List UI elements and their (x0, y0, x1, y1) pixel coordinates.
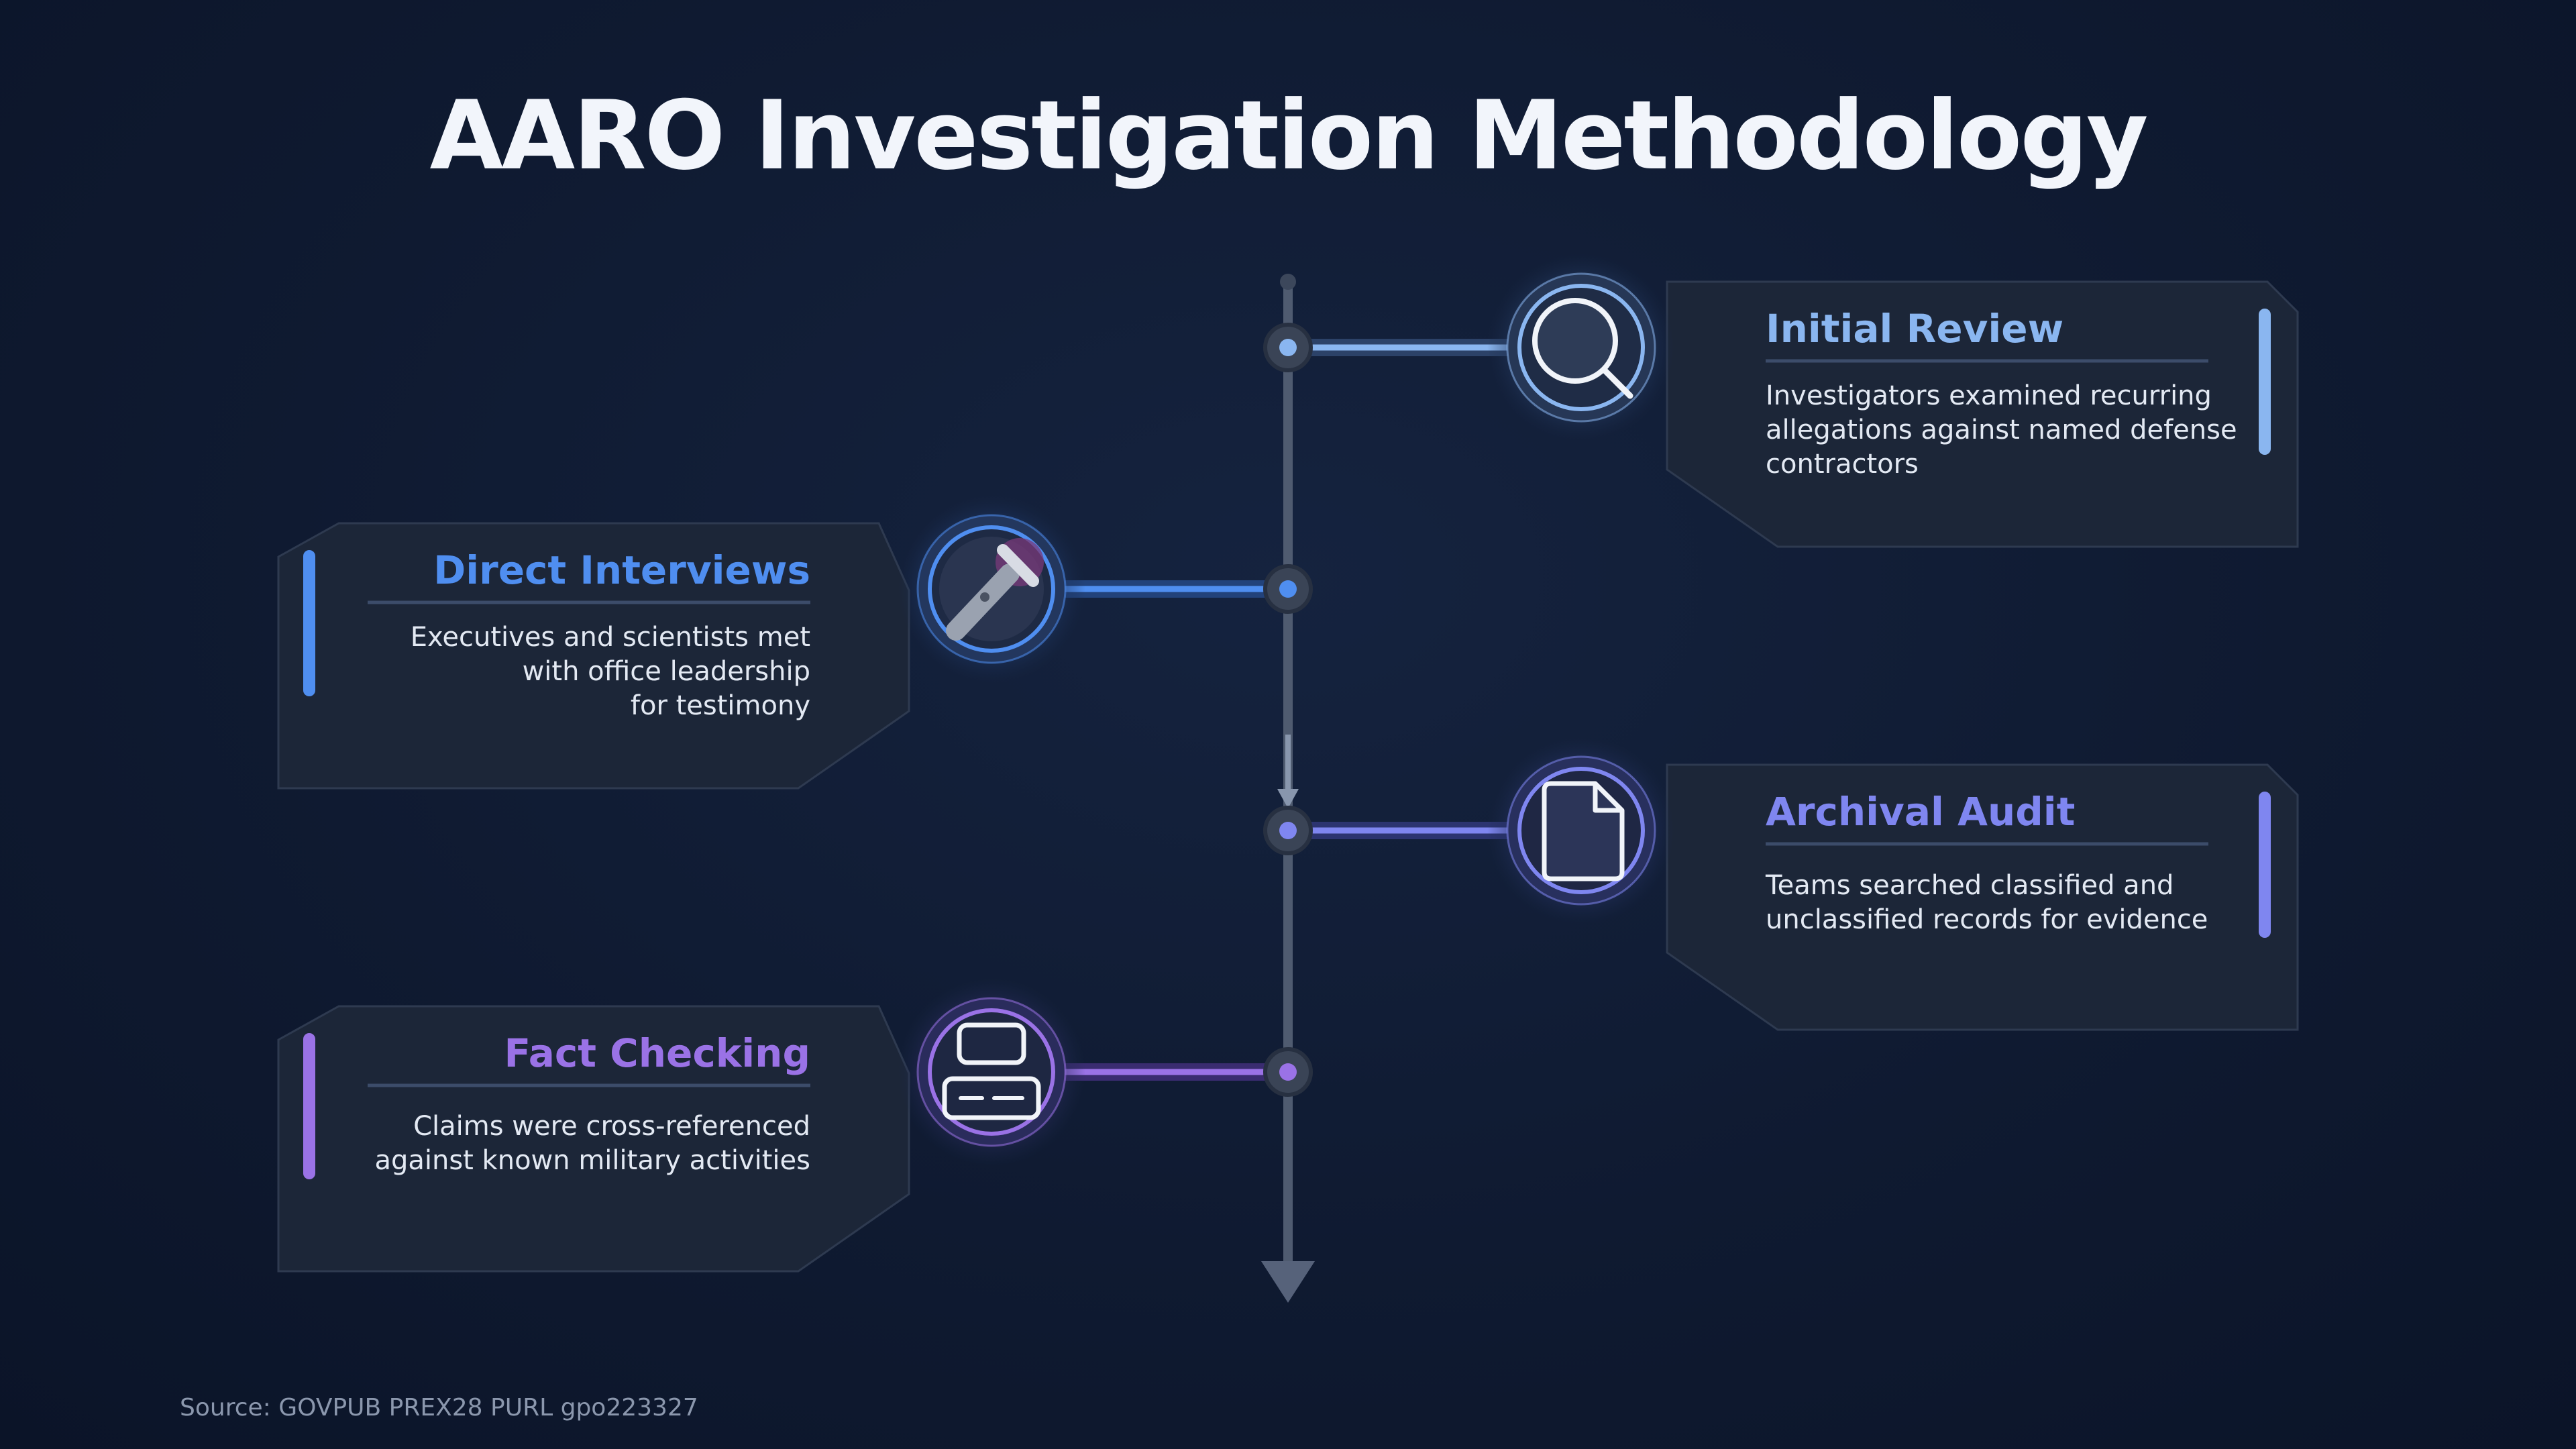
description-line: unclassified records for evidence (1766, 904, 2208, 935)
description-line: Teams searched classified and (1765, 870, 2174, 901)
step-title: Initial Review (1766, 306, 2063, 352)
card-accent-bar (2259, 309, 2271, 455)
timeline-node (1279, 1063, 1297, 1081)
timeline-node (1279, 822, 1297, 839)
timeline-spine (1261, 274, 1315, 1303)
card-accent-bar (303, 550, 315, 696)
timeline-node (1279, 339, 1297, 356)
description-line: with office leadership (523, 656, 810, 687)
step-title: Fact Checking (504, 1030, 811, 1076)
spine-arrowhead (1261, 1261, 1315, 1303)
step-title: Archival Audit (1766, 789, 2075, 835)
timeline-node (1279, 580, 1297, 598)
description-line: Claims were cross-referenced (413, 1111, 810, 1142)
document-icon (1542, 781, 1625, 881)
page-title: AARO Investigation Methodology (429, 80, 2148, 191)
source-note: Source: GOVPUB PREX28 PURL gpo223327 (180, 1394, 698, 1421)
step-title: Direct Interviews (433, 547, 810, 593)
description-line: allegations against named defense (1766, 415, 2237, 445)
description-line: Investigators examined recurring (1766, 380, 2212, 411)
step-archival-audit (1263, 737, 2299, 1031)
description-line: against known military activities (374, 1145, 810, 1176)
magnifier-icon (1532, 298, 1633, 399)
microphone-icon (939, 537, 1044, 641)
step-card (277, 1005, 910, 1273)
step-description: Investigators examined recurring allegati… (1766, 380, 2237, 480)
step-fact-checking (277, 978, 1313, 1273)
description-line: Executives and scientists met (411, 622, 810, 653)
card-accent-bar (2259, 792, 2271, 938)
description-line: contractors (1766, 449, 1919, 480)
step-card (1666, 280, 2299, 548)
step-card (277, 522, 910, 790)
checklist-icon (942, 1022, 1041, 1120)
step-initial-review (1263, 254, 2299, 548)
step-direct-interviews (277, 495, 1313, 790)
card-accent-bar (303, 1033, 315, 1179)
description-line: for testimony (631, 690, 810, 721)
step-card (1666, 763, 2299, 1031)
